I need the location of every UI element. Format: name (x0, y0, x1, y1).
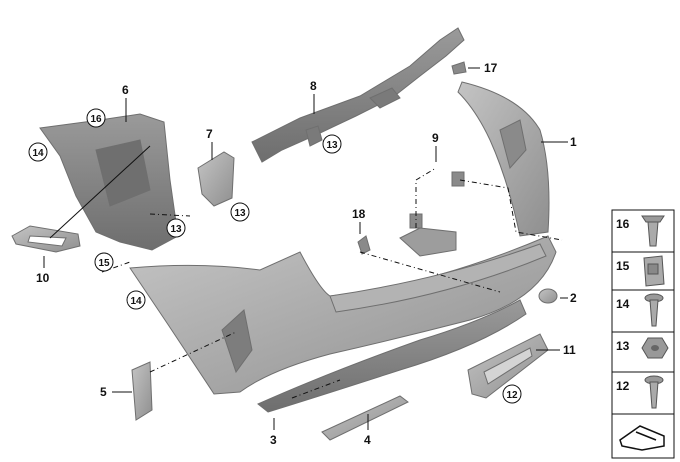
circled-callout-13-bar: 13 (322, 134, 342, 154)
callout-6: 6 (122, 83, 129, 97)
svg-text:13: 13 (170, 224, 182, 235)
callout-2: 2 (570, 291, 577, 305)
legend-16: 16 (616, 217, 630, 231)
part-2-plug (538, 288, 558, 304)
callout-18: 18 (352, 207, 366, 221)
callout-8: 8 (310, 79, 317, 93)
callout-7: 7 (206, 127, 213, 141)
circled-callout-12: 12 (502, 384, 522, 404)
callout-3: 3 (270, 433, 277, 447)
circled-callout-14-top: 14 (28, 142, 48, 162)
callout-4: 4 (364, 433, 371, 447)
callout-9: 9 (432, 131, 439, 145)
part-3-diffuser (257, 299, 527, 413)
callout-1: 1 (570, 135, 577, 149)
circled-callout-15: 15 (94, 252, 114, 272)
svg-text:14: 14 (130, 296, 142, 307)
fastener-legend: 16 15 14 13 12 (611, 209, 675, 459)
part-4-trim-strip (321, 395, 409, 441)
part-11-plate-bracket (467, 333, 549, 399)
svg-text:16: 16 (90, 114, 102, 125)
legend-15: 15 (616, 259, 630, 273)
legend-13: 13 (616, 339, 630, 353)
callout-5: 5 (100, 385, 107, 399)
set-symbol-icon (619, 425, 665, 451)
part-main-bumper-cover (129, 227, 557, 395)
part-7-small-bracket (197, 151, 235, 207)
svg-text:14: 14 (32, 148, 44, 159)
circled-callouts: 16 14 13 13 13 15 14 12 (28, 108, 522, 404)
callout-11: 11 (563, 343, 576, 357)
fastener-16-push-rivet-icon (641, 215, 665, 247)
part-9-clips (409, 171, 465, 229)
part-5-reflector (131, 361, 153, 421)
circled-callout-13-bracket6: 13 (166, 218, 186, 238)
part-8-carrier-bar (251, 27, 465, 163)
callout-10: 10 (36, 271, 50, 285)
assembly-lines (101, 167, 563, 399)
part-10-frame (11, 225, 81, 253)
part-17-clip (451, 61, 467, 75)
svg-text:13: 13 (234, 208, 246, 219)
callout-labels: 1 2 3 4 5 6 7 8 9 10 11 17 18 (36, 61, 577, 447)
circled-callout-13-bracket7: 13 (230, 202, 250, 222)
fastener-13-nut-icon (641, 337, 669, 359)
part-1-side-wing (457, 81, 550, 237)
circled-callout-16: 16 (86, 108, 106, 128)
svg-text:12: 12 (506, 390, 518, 401)
fastener-14-screw-icon (644, 293, 664, 327)
fastener-15-clip-nut-icon (643, 255, 665, 287)
leader-lines (43, 67, 568, 430)
callout-17: 17 (484, 61, 498, 75)
part-6-bracket (39, 113, 179, 251)
legend-14: 14 (616, 297, 630, 311)
fastener-12-screw-icon (644, 375, 664, 409)
circled-callout-14-bottom: 14 (126, 290, 146, 310)
legend-12: 12 (616, 379, 630, 393)
svg-text:15: 15 (98, 258, 110, 269)
svg-text:13: 13 (326, 140, 338, 151)
part-18-clip (357, 235, 371, 255)
